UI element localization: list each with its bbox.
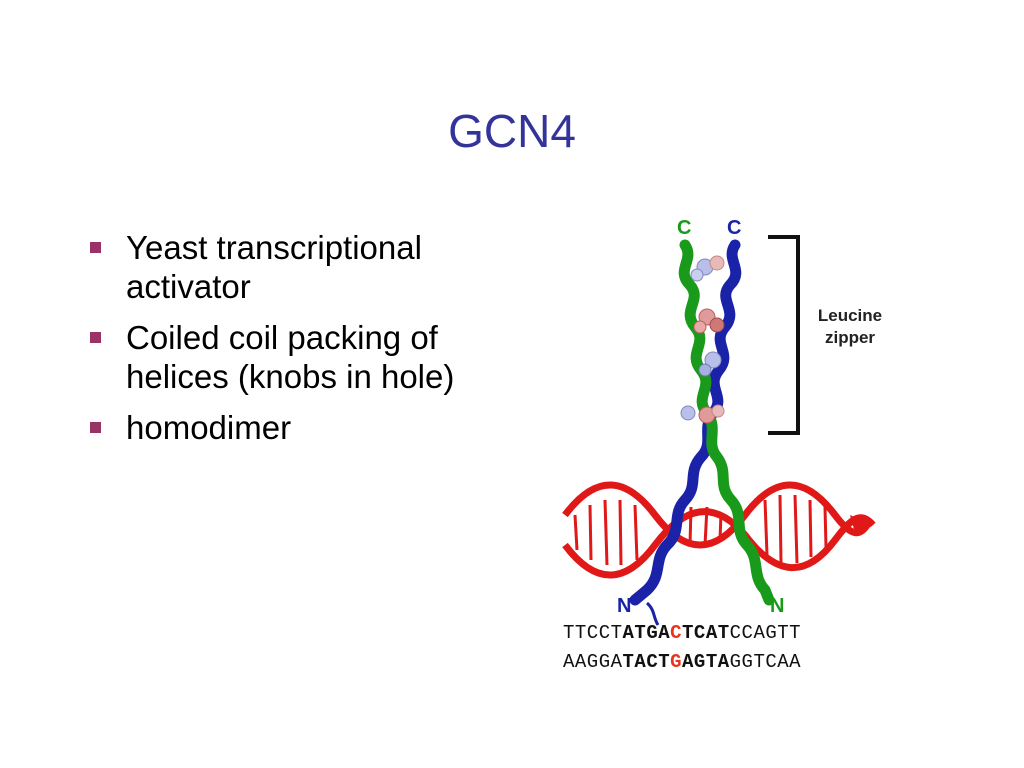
seq-bottom-bold2: AGTA xyxy=(682,651,730,673)
bullet-list: Yeast transcriptional activator Coiled c… xyxy=(88,228,508,459)
protein-chain-b xyxy=(629,239,742,626)
side-chain-spheres xyxy=(680,255,725,424)
seq-top-suffix: CCAGTT xyxy=(729,622,802,644)
bullet-text: Yeast transcriptional activator xyxy=(126,229,422,305)
chain-a-c-terminus-label: C xyxy=(677,217,692,239)
bullet-item: Coiled coil packing of helices (knobs in… xyxy=(88,318,508,396)
leucine-zipper-label: Leucine zipper xyxy=(805,305,895,349)
bullet-item: Yeast transcriptional activator xyxy=(88,228,508,306)
zipper-bracket xyxy=(768,235,800,435)
dna-sequence-top-strand: TTCCTATGACTCATCCAGTT xyxy=(563,622,801,644)
seq-top-prefix: TTCCT xyxy=(563,622,623,644)
seq-top-center: C xyxy=(670,622,683,644)
square-bullet-icon xyxy=(90,332,101,343)
seq-bottom-suffix: GGTCAA xyxy=(729,651,802,673)
protein-dna-illustration xyxy=(562,235,876,626)
seq-bottom-center: G xyxy=(670,651,683,673)
zipper-label-line1: Leucine xyxy=(817,306,883,325)
bullet-item: homodimer xyxy=(88,408,508,447)
slide-title: GCN4 xyxy=(448,105,576,157)
seq-bottom-bold1: TACT xyxy=(622,651,671,673)
dna-sequence-bottom-strand: AAGGATACTGAGTAGGTCAA xyxy=(563,651,801,673)
seq-top-bold1: ATGA xyxy=(622,622,671,644)
chain-b-n-terminus-label: N xyxy=(617,595,632,617)
gcn4-structure-figure: C C N N Leucine zipper TTCCTATGACTCATCCA… xyxy=(555,215,885,680)
bullet-text: Coiled coil packing of helices (knobs in… xyxy=(126,319,455,395)
square-bullet-icon xyxy=(90,422,101,433)
zipper-label-line2: zipper xyxy=(824,328,876,347)
chain-b-c-terminus-label: C xyxy=(727,217,742,239)
square-bullet-icon xyxy=(90,242,101,253)
chain-a-n-terminus-label: N xyxy=(770,595,785,617)
seq-bottom-prefix: AAGGA xyxy=(563,651,623,673)
dna-helix xyxy=(562,481,876,579)
bullet-text: homodimer xyxy=(126,409,292,446)
seq-top-bold2: TCAT xyxy=(682,622,730,644)
